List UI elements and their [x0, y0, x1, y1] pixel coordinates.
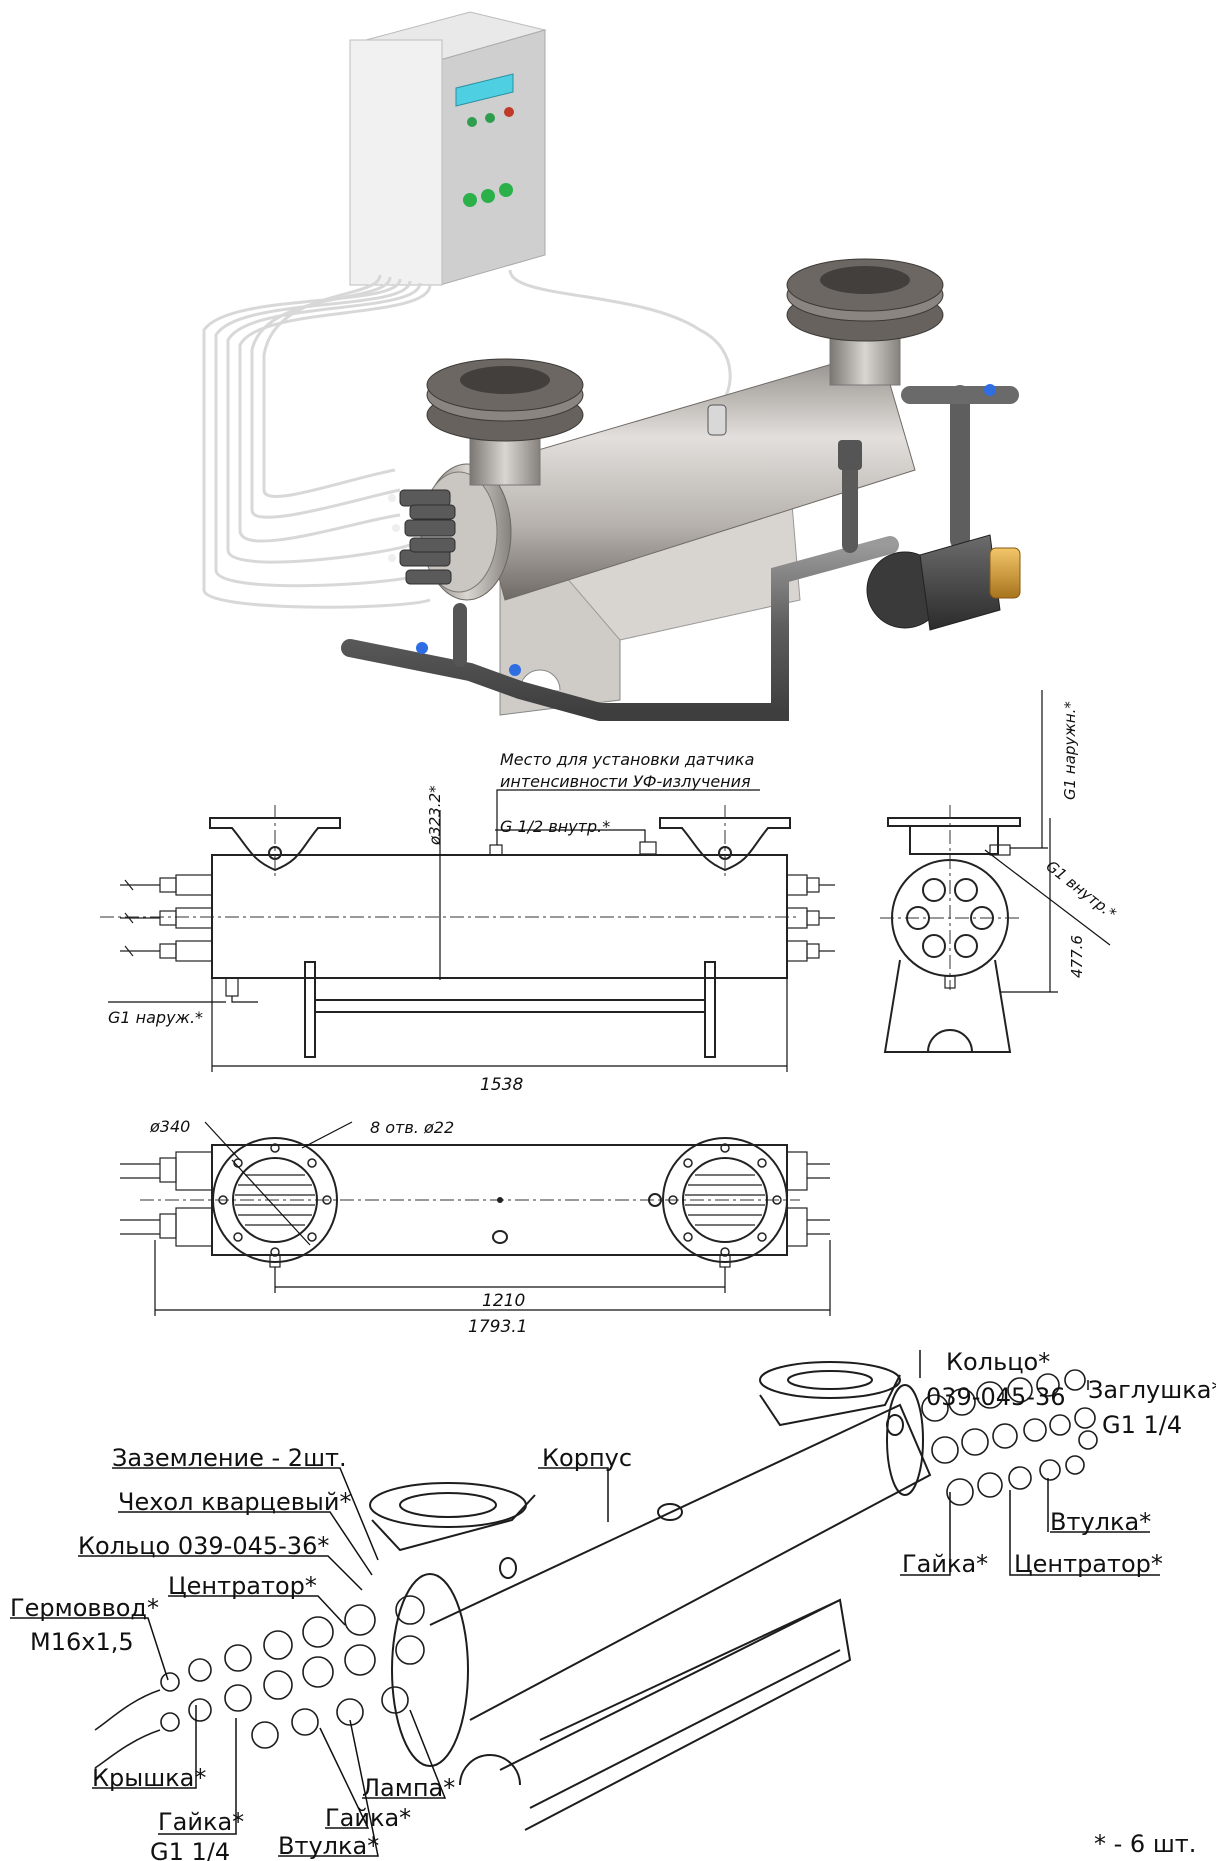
flange-right — [786, 258, 944, 386]
hermetic-size-label: М16х1,5 — [30, 1628, 134, 1656]
side-dimension-view — [880, 690, 1111, 1053]
installation-render — [202, 11, 1021, 721]
bushing-left-label: Втулка* — [278, 1832, 379, 1860]
body-diameter-label: ø323.2* — [426, 785, 444, 846]
grounding-label: Заземление - 2шт. — [112, 1444, 347, 1472]
plug-size-label: G1 1/4 — [1102, 1411, 1182, 1439]
sensor-note-line2: интенсивности УФ-излучения — [500, 772, 751, 791]
plug-label: Заглушка* — [1088, 1376, 1216, 1404]
flange-left — [426, 358, 584, 486]
outlet-left-label: G1 наруж.* — [108, 1008, 203, 1027]
pump — [866, 534, 1021, 631]
side-height-label: 477.6 — [1068, 935, 1086, 978]
control-cabinet — [349, 11, 547, 286]
exploded-view — [94, 1361, 1098, 1831]
leader-lines — [10, 1350, 1160, 1857]
hermetic-input-label: Гермоввод* — [10, 1594, 159, 1622]
nut-left-label: Гайка* — [158, 1808, 244, 1836]
main-body-cylinder — [388, 349, 916, 601]
lamp-cables — [202, 269, 732, 609]
nut-mid-label: Гайка* — [325, 1804, 411, 1832]
top-dimension-view — [120, 1121, 831, 1316]
body-label: Корпус — [542, 1444, 632, 1472]
length-1538-label: 1538 — [480, 1075, 523, 1095]
side-external-label: G1 наружн.* — [1061, 701, 1079, 800]
centrator-right-label: Центратор* — [1014, 1550, 1163, 1578]
side-internal-label: G1 внутр.* — [1043, 857, 1121, 923]
holes-label: 8 отв. ø22 — [370, 1118, 454, 1137]
inlet-label: G 1/2 внутр.* — [500, 817, 610, 836]
exploded-labels: Кольцо* 039-045-36 Заглушка* G1 1/4 Корп… — [10, 1348, 1216, 1861]
quartz-sleeve-label: Чехол кварцевый* — [118, 1488, 351, 1516]
dimension-labels: Место для установки датчика интенсивност… — [108, 701, 1120, 1337]
cover-label: Крышка* — [92, 1764, 206, 1792]
ring-top-code: 039-045-36 — [926, 1383, 1065, 1411]
sensor-note-line1: Место для установки датчика — [500, 750, 754, 769]
nut-left-size-label: G1 1/4 — [150, 1838, 230, 1861]
front-dimension-view — [100, 789, 835, 1072]
footnote: * - 6 шт. — [1094, 1830, 1196, 1858]
lamp-label: Лампа* — [362, 1774, 455, 1802]
ring-top-label: Кольцо* — [946, 1348, 1050, 1376]
nut-right-label: Гайка* — [902, 1550, 988, 1578]
bushing-right-label: Втулка* — [1050, 1508, 1151, 1536]
spacing-1210-label: 1210 — [482, 1291, 525, 1311]
centrator-left-label: Центратор* — [168, 1572, 317, 1600]
flange-diameter-label: ø340 — [149, 1117, 190, 1136]
pipework — [341, 385, 1019, 721]
ring-left-label: Кольцо 039-045-36* — [78, 1532, 329, 1560]
overall-length-label: 1793.1 — [468, 1317, 527, 1337]
